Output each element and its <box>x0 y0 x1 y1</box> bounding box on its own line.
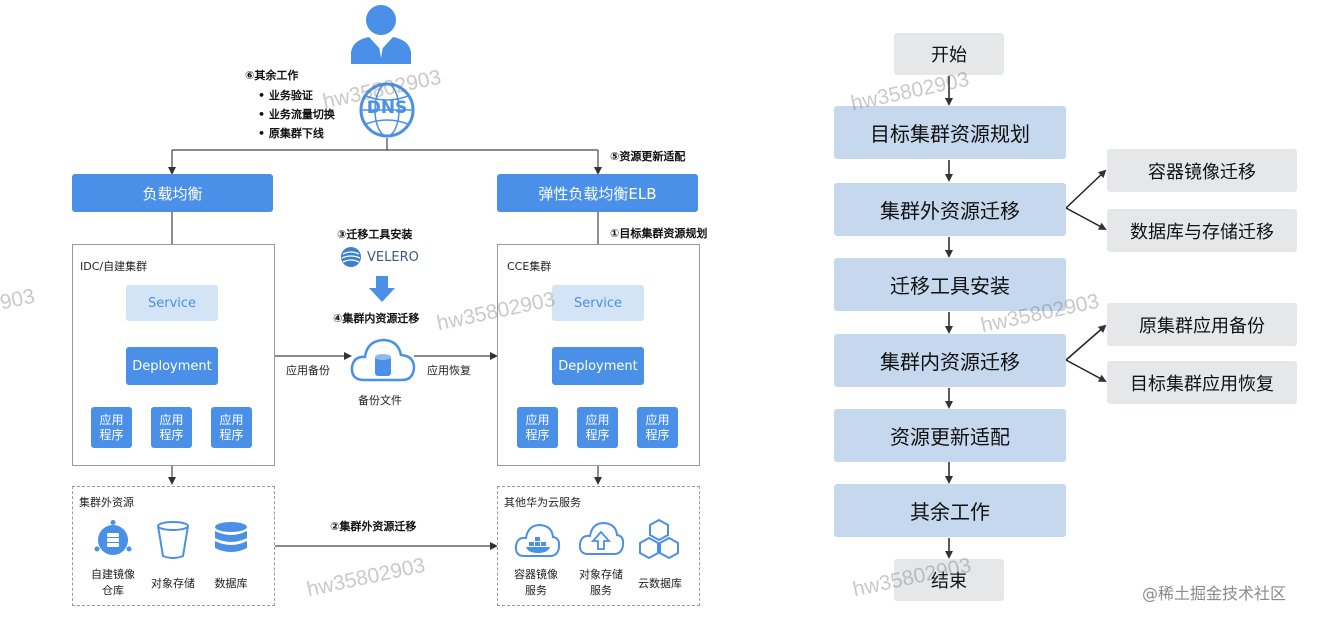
dns-globe-icon <box>359 82 415 138</box>
cloud-database-icon <box>639 518 679 560</box>
app-program-left-3: 应用程序 <box>211 407 252 448</box>
deployment-left: Deployment <box>126 347 218 385</box>
app-program-right-2: 应用程序 <box>577 407 618 448</box>
service-right: Service <box>552 285 644 321</box>
app-program-left-1: 应用程序 <box>91 407 132 448</box>
object-storage-bucket-icon <box>157 521 189 559</box>
ext-item-image-registry: 自建镜像仓库 <box>91 568 135 597</box>
external-resources-title: 集群外资源 <box>79 496 134 509</box>
flow-step-6: 其余工作 <box>834 484 1066 537</box>
container-image-service-icon <box>514 523 561 557</box>
step6-item: • 原集群下线 <box>258 127 324 140</box>
app-program-right-3: 应用程序 <box>637 407 678 448</box>
flow-step-1: 目标集群资源规划 <box>834 106 1066 159</box>
image-registry-icon <box>94 520 132 555</box>
user-icon <box>351 5 411 64</box>
idc-cluster-title: IDC/自建集群 <box>80 260 148 273</box>
cloud-item-object-storage: 对象存储服务 <box>579 568 623 597</box>
flow-sub-app-restore: 目标集群应用恢复 <box>1107 361 1297 404</box>
backup-file-label: 备份文件 <box>358 394 402 407</box>
flow-step-2: 集群外资源迁移 <box>834 183 1066 236</box>
step2-label: ②集群外资源迁移 <box>330 520 417 533</box>
flow-sub-image-migration: 容器镜像迁移 <box>1107 149 1297 192</box>
service-left: Service <box>126 285 218 321</box>
ext-item-object-storage: 对象存储 <box>151 577 195 590</box>
database-icon <box>215 522 247 552</box>
step3-label: ③迁移工具安装 <box>337 228 413 241</box>
object-storage-service-icon <box>578 521 625 555</box>
flow-step-3: 迁移工具安装 <box>834 258 1066 311</box>
step6-item: • 业务验证 <box>258 89 313 102</box>
flow-step-4: 集群内资源迁移 <box>834 334 1066 387</box>
app-program-left-2: 应用程序 <box>151 407 192 448</box>
step5-label: ⑤资源更新适配 <box>610 150 686 163</box>
flow-start: 开始 <box>894 33 1004 75</box>
flow-sub-db-storage-migration: 数据库与存储迁移 <box>1107 209 1297 252</box>
backup-cloud-icon <box>350 338 416 382</box>
cce-cluster-title: CCE集群 <box>507 260 552 273</box>
step6-title: ⑥其余工作 <box>245 69 299 82</box>
step4-label: ④集群内资源迁移 <box>333 312 420 325</box>
velero-label: VELERO <box>367 250 419 265</box>
step6-list: • 业务验证 • 业务流量切换 • 原集群下线 <box>258 86 335 143</box>
dns-label: DNS <box>366 98 408 118</box>
site-mark: @稀土掘金技术社区 <box>1142 584 1287 603</box>
ext-item-database: 数据库 <box>214 577 248 590</box>
deployment-right: Deployment <box>552 347 644 385</box>
down-arrow-icon <box>369 276 395 302</box>
flow-step-5: 资源更新适配 <box>834 409 1066 462</box>
app-program-right-1: 应用程序 <box>517 407 558 448</box>
cloud-services-title: 其他华为云服务 <box>504 496 581 509</box>
step1-label: ①目标集群资源规划 <box>610 227 708 240</box>
step6-item: • 业务流量切换 <box>258 108 335 121</box>
cloud-item-container-image: 容器镜像服务 <box>514 568 558 597</box>
restore-label: 应用恢复 <box>427 364 471 377</box>
cloud-item-cloud-database: 云数据库 <box>638 577 682 590</box>
load-balancer-elb: 弹性负载均衡ELB <box>497 174 698 212</box>
load-balancer-left: 负载均衡 <box>72 174 273 212</box>
flow-end: 结束 <box>894 559 1004 601</box>
backup-label: 应用备份 <box>286 364 330 377</box>
velero-logo-icon <box>341 247 361 267</box>
flow-sub-app-backup: 原集群应用备份 <box>1107 303 1297 346</box>
